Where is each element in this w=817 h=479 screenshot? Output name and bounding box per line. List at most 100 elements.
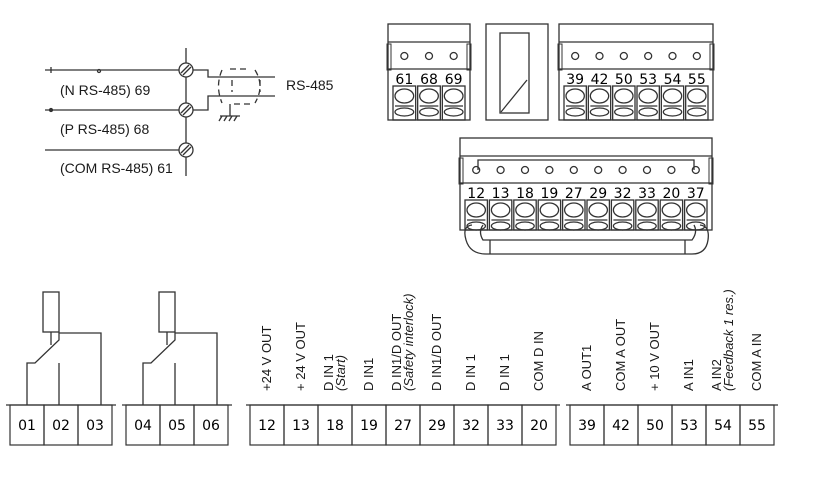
terminal-number: 03 [86,418,104,434]
terminal-clamp[interactable] [612,85,636,121]
terminal-cell[interactable] [739,404,775,446]
terminal-number: 05 [168,418,186,434]
cable-wire-bottom [193,95,275,111]
clamp-wire-entry-icon [588,221,609,231]
terminal-number: 33 [496,418,514,434]
terminal-clamp[interactable] [659,199,684,231]
clamp-wire-entry-icon [515,221,535,231]
terminal-clamp[interactable] [441,85,466,121]
terminal-number: 18 [326,418,344,434]
connector-pin-label: 32 [614,186,632,202]
terminal-clamp[interactable] [610,199,635,231]
clamp-screw-icon [419,88,439,104]
terminal-function-note: (Start) [333,355,348,391]
screw-icon [178,62,194,78]
connector-pin-label: 27 [565,186,583,202]
clamp-screw-icon [539,202,560,218]
connector-pin-label: 53 [639,72,657,88]
clamp-wire-entry-icon [589,107,610,117]
clamp-wire-entry-icon [662,107,683,117]
terminal-clamp[interactable] [587,85,612,121]
clamp-screw-icon [588,202,609,218]
clamp-screw-icon [394,88,415,104]
relay-switch-contact [26,332,102,405]
cable-wire-top [193,69,275,78]
clamp-screw-icon [466,202,487,218]
clamp-wire-entry-icon [612,221,633,231]
terminal-number: 32 [462,418,480,434]
screw-hole-icon [496,165,505,175]
rs485-cable-label: RS-485 [286,77,334,93]
connector-pin-label: 54 [664,72,682,88]
rs485-wiring [45,48,275,176]
clamp-screw-icon [662,88,683,104]
connector-clip [557,43,563,71]
clamp-screw-icon [637,202,657,218]
connector-pin-label: 55 [688,72,706,88]
screw-hole-icon [595,51,604,61]
terminal-number: 06 [202,418,220,434]
connector-clip [466,43,472,71]
connector-housing [558,23,714,121]
clamp-screw-icon [443,88,464,104]
terminal-number: 55 [748,418,766,434]
terminal-clamp[interactable] [392,85,417,121]
clamp-wire-entry-icon [490,221,511,231]
terminal-function-label: +24 V OUT [259,326,274,391]
jumper-loop-wire [464,224,709,255]
connector-pin-label: 68 [420,72,438,88]
terminal-clamp[interactable] [563,85,587,121]
terminal-clamp[interactable] [635,199,659,231]
terminal-number: 02 [52,418,70,434]
wire-dot [48,107,54,113]
terminal-function-label: A IN1 [681,359,696,391]
cable-shield [217,68,261,105]
connector-pin-label: 12 [467,186,485,202]
connector-pin-label: 42 [591,72,609,88]
terminal-cell[interactable] [521,404,557,446]
terminal-function-note: (Safety interlock) [401,293,416,391]
terminal-number: 12 [258,418,276,434]
bridge-wire [477,159,695,170]
terminal-function-label: COM A OUT [613,319,628,391]
terminal-clamp[interactable] [636,85,660,121]
terminal-clamp[interactable] [417,85,441,121]
connector-pin-label: 69 [445,72,463,88]
screw-hole-icon [691,165,700,175]
connector-clip [458,157,464,185]
terminal-function-label: + 24 V OUT [293,322,308,391]
connector-pin-label: 18 [516,186,534,202]
jumper-loop-wire [479,224,697,241]
terminal-clamp[interactable] [513,199,537,231]
terminal-cell[interactable] [193,404,229,446]
terminal-function-label: COM A IN [749,333,764,391]
terminal-function-label: + 10 V OUT [647,322,662,391]
terminal-function-label: A IN2 [709,359,724,391]
terminal-clamp[interactable] [660,85,685,121]
clamp-screw-icon [614,88,634,104]
led-window [485,23,549,121]
terminal-number: 54 [714,418,732,434]
screw-hole-icon [520,165,530,175]
screw-hole-icon [667,165,676,175]
connector-pin-label: 29 [589,186,607,202]
terminal-clamp[interactable] [685,85,709,121]
connector-pin-label: 37 [687,186,705,202]
terminal-cell[interactable] [77,404,113,446]
terminal-clamp[interactable] [537,199,562,231]
relay-coil-icon [158,291,176,333]
terminal-clamp[interactable] [561,199,586,231]
terminal-clamp[interactable] [586,199,611,231]
clamp-wire-entry-icon [637,221,657,231]
clamp-wire-entry-icon [661,221,682,231]
terminal-number: 42 [612,418,630,434]
screw-hole-icon [668,51,677,61]
label-n-rs485: (N RS-485) 69 [60,82,150,98]
clamp-wire-entry-icon [539,221,560,231]
clamp-wire-entry-icon [565,107,585,117]
terminal-clamp[interactable] [488,199,513,231]
relay-switch-contact [142,332,218,405]
screw-hole-icon [472,165,481,175]
